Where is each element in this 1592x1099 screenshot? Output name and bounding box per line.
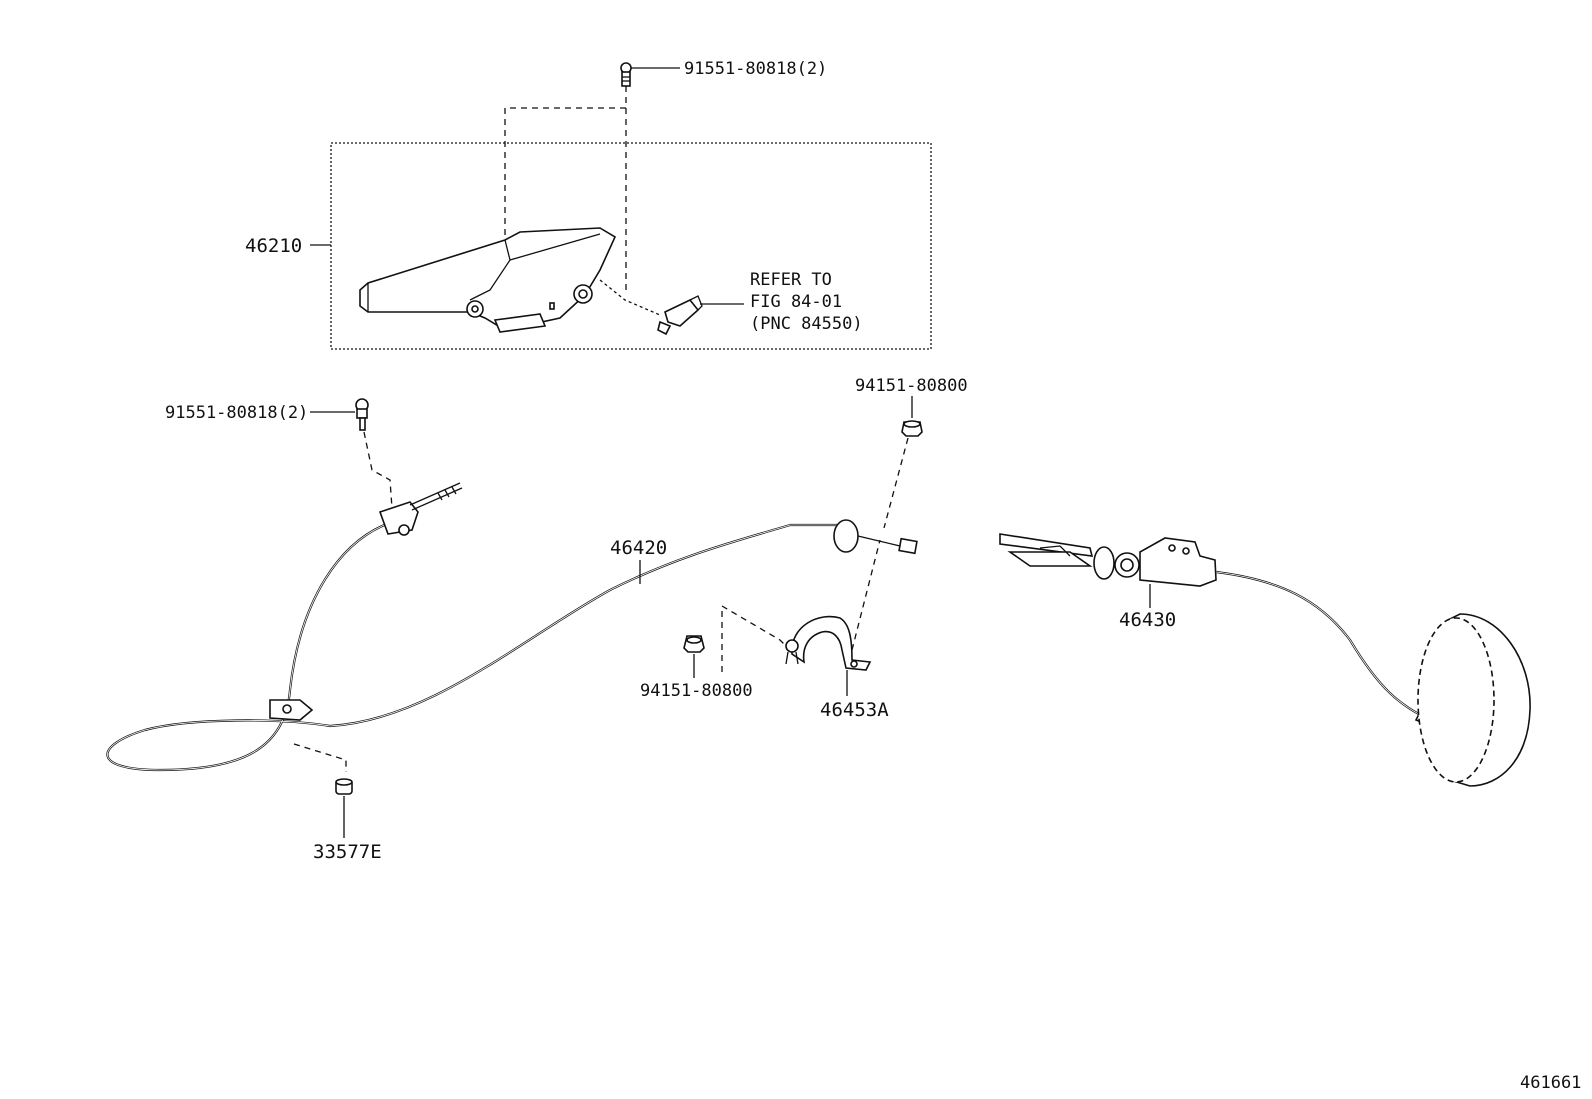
rear-cable-icon <box>999 533 1531 787</box>
dashed-nut-lower <box>721 604 791 672</box>
label-bolt-left[interactable]: 91551-80818(2) <box>165 403 308 423</box>
dashed-grommet <box>293 743 347 772</box>
bolt-top-icon <box>620 62 632 87</box>
dashed-bolt-left <box>363 431 393 509</box>
brake-switch-icon <box>599 279 703 336</box>
label-refer-line2[interactable]: FIG 84-01 <box>750 292 842 312</box>
label-refer-line1[interactable]: REFER TO <box>750 270 832 290</box>
cable-bracket-icon <box>785 615 872 671</box>
bolt-left-icon <box>355 398 369 431</box>
grommet-icon <box>335 778 353 795</box>
dashed-nut-right <box>883 437 909 529</box>
dashed-bracket-to-cable <box>851 539 881 651</box>
label-cable-front[interactable]: 46420 <box>610 537 667 559</box>
label-bracket[interactable]: 46453A <box>820 699 889 721</box>
label-cable-rear[interactable]: 46430 <box>1119 609 1176 631</box>
front-cable-icon <box>106 482 918 772</box>
nut-right-icon <box>901 420 923 437</box>
lever-assy-box <box>330 142 932 350</box>
dashed-bolt-top-path <box>504 86 627 236</box>
label-nut-lower[interactable]: 94151-80800 <box>640 681 753 701</box>
label-nut-right[interactable]: 94151-80800 <box>855 376 968 396</box>
label-grommet[interactable]: 33577E <box>313 841 382 863</box>
parking-lever-icon <box>359 227 617 333</box>
figure-number: 461661 <box>1520 1073 1581 1093</box>
label-refer-line3[interactable]: (PNC 84550) <box>750 314 863 334</box>
label-bolt-top[interactable]: 91551-80818(2) <box>684 59 827 79</box>
nut-lower-icon <box>683 635 705 653</box>
label-lever-assy[interactable]: 46210 <box>245 235 302 257</box>
